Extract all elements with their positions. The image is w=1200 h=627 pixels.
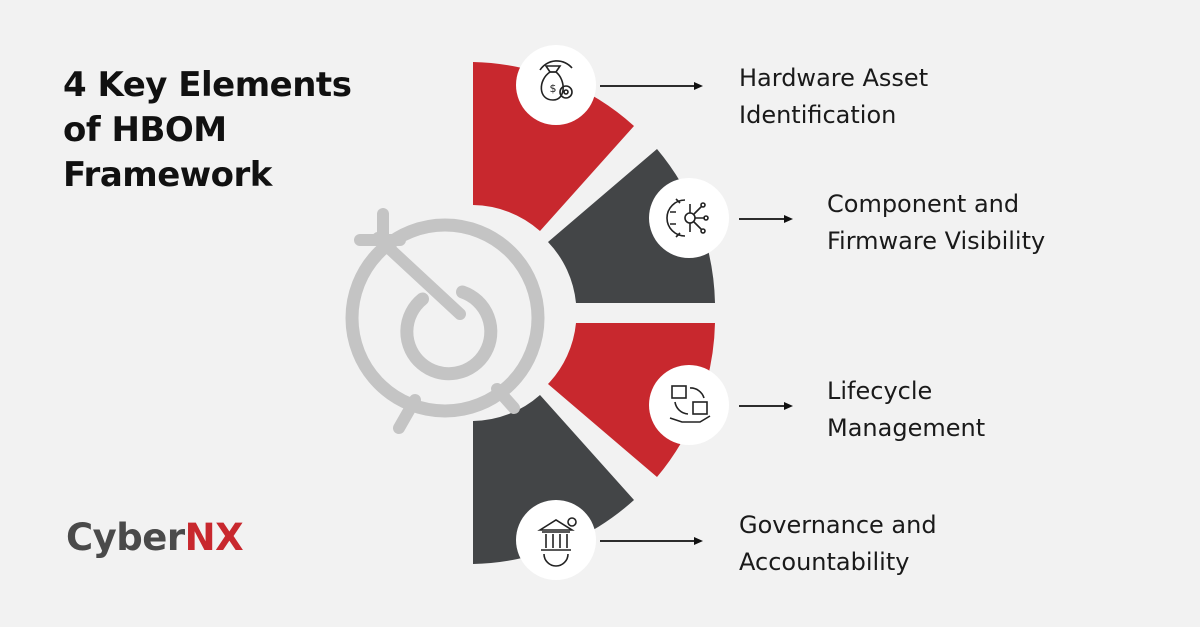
icon-circle-1: $ (516, 45, 596, 125)
title-line-3: Framework (63, 155, 272, 195)
gear-circuit-icon (666, 198, 709, 238)
arrow-2 (739, 215, 793, 223)
segment-governance (473, 395, 634, 564)
label-line: Firmware Visibility (827, 227, 1046, 255)
label-line: Lifecycle (827, 377, 933, 405)
label-line: Governance and (739, 511, 937, 539)
label-line: Management (827, 414, 986, 442)
label-line: Hardware Asset (739, 64, 929, 92)
arrows (600, 82, 793, 545)
institution-gear-icon (537, 517, 577, 567)
label-component-firmware: Component and Firmware Visibility (827, 186, 1045, 260)
icon-circle-3 (649, 365, 729, 445)
money-bag-gear-icon: $ (539, 60, 573, 101)
target-icon (345, 208, 545, 434)
label-governance: Governance and Accountability (739, 507, 937, 581)
title-line-2: of HBOM (63, 110, 227, 150)
label-lifecycle: Lifecycle Management (827, 373, 985, 447)
label-line: Component and (827, 190, 1020, 218)
logo-cyber: Cyber (66, 516, 185, 559)
arrow-1 (600, 82, 703, 90)
cybernx-logo: CyberNX (66, 516, 244, 559)
label-hardware-asset: Hardware Asset Identification (739, 60, 928, 134)
svg-text:$: $ (550, 82, 557, 95)
boxes-cycle-hand-icon (669, 385, 711, 423)
label-line: Identification (739, 101, 897, 129)
page-title: 4 Key Elements of HBOM Framework (63, 63, 352, 198)
arrow-3 (739, 402, 793, 410)
label-line: Accountability (739, 548, 910, 576)
icon-circle-4 (516, 500, 596, 580)
segment-hardware-asset (473, 62, 634, 231)
logo-nx: NX (184, 516, 244, 559)
arrow-4 (600, 537, 703, 545)
segment-ring (473, 62, 715, 564)
icon-circle-2 (649, 178, 729, 258)
title-line-1: 4 Key Elements (63, 65, 352, 105)
